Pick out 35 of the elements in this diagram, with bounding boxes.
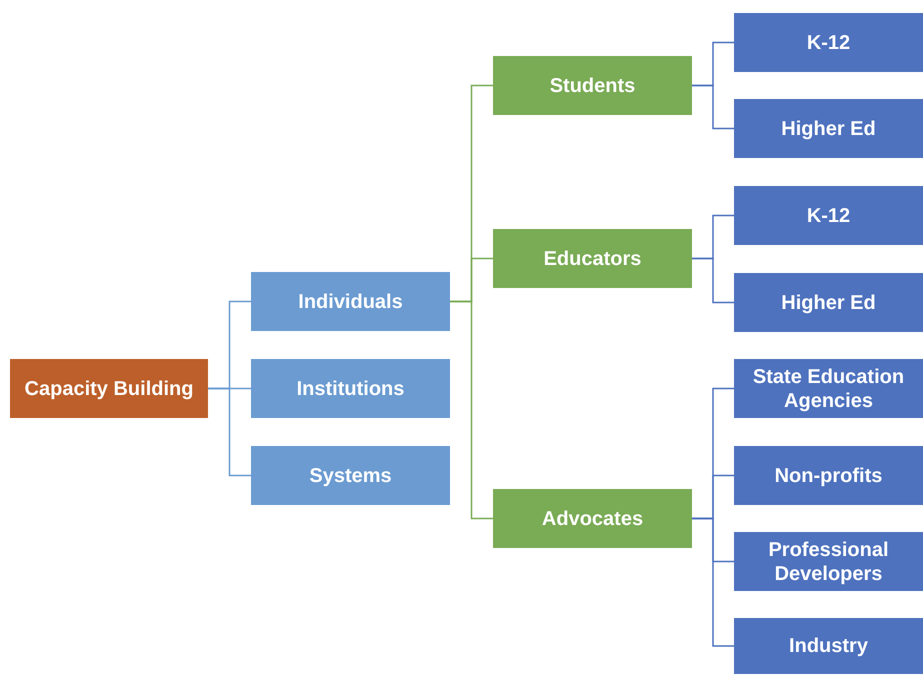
audience-box: [734, 186, 923, 245]
box-label: Advocates: [542, 506, 644, 530]
connector-line: [208, 388, 251, 476]
root-box: [10, 359, 208, 418]
audience-box: [734, 446, 923, 505]
box-label: Institutions: [296, 376, 404, 400]
audience-box: [734, 618, 923, 674]
connector-line: [692, 518, 734, 647]
box-label: Professional Developers: [767, 538, 890, 586]
box-label: Students: [550, 74, 636, 98]
connector-line: [692, 258, 734, 304]
audience-box: [734, 13, 923, 72]
category-box: [251, 446, 450, 505]
category-box: [251, 359, 450, 418]
box-label: Educators: [544, 246, 642, 270]
box-label: State Education Agencies: [752, 364, 906, 412]
connector-line: [692, 84, 734, 130]
group-box: [493, 489, 692, 548]
box-label: Industry: [789, 634, 868, 658]
box-label: Higher Ed: [781, 290, 876, 314]
box-label: K-12: [806, 204, 850, 228]
group-box: [493, 56, 692, 115]
box-label: Higher Ed: [781, 116, 876, 140]
connector-line: [450, 300, 493, 520]
category-box: [251, 272, 450, 331]
box-label: Capacity Building: [24, 376, 194, 400]
audience-box: [734, 532, 923, 591]
audience-box: [734, 273, 923, 332]
group-box: [493, 229, 692, 288]
box-label: K-12: [806, 30, 850, 54]
audience-box: [734, 99, 923, 158]
box-label: Non-profits: [774, 464, 882, 488]
box-label: Systems: [309, 464, 392, 488]
box-label: Individuals: [298, 290, 403, 314]
audience-box: [734, 359, 923, 418]
